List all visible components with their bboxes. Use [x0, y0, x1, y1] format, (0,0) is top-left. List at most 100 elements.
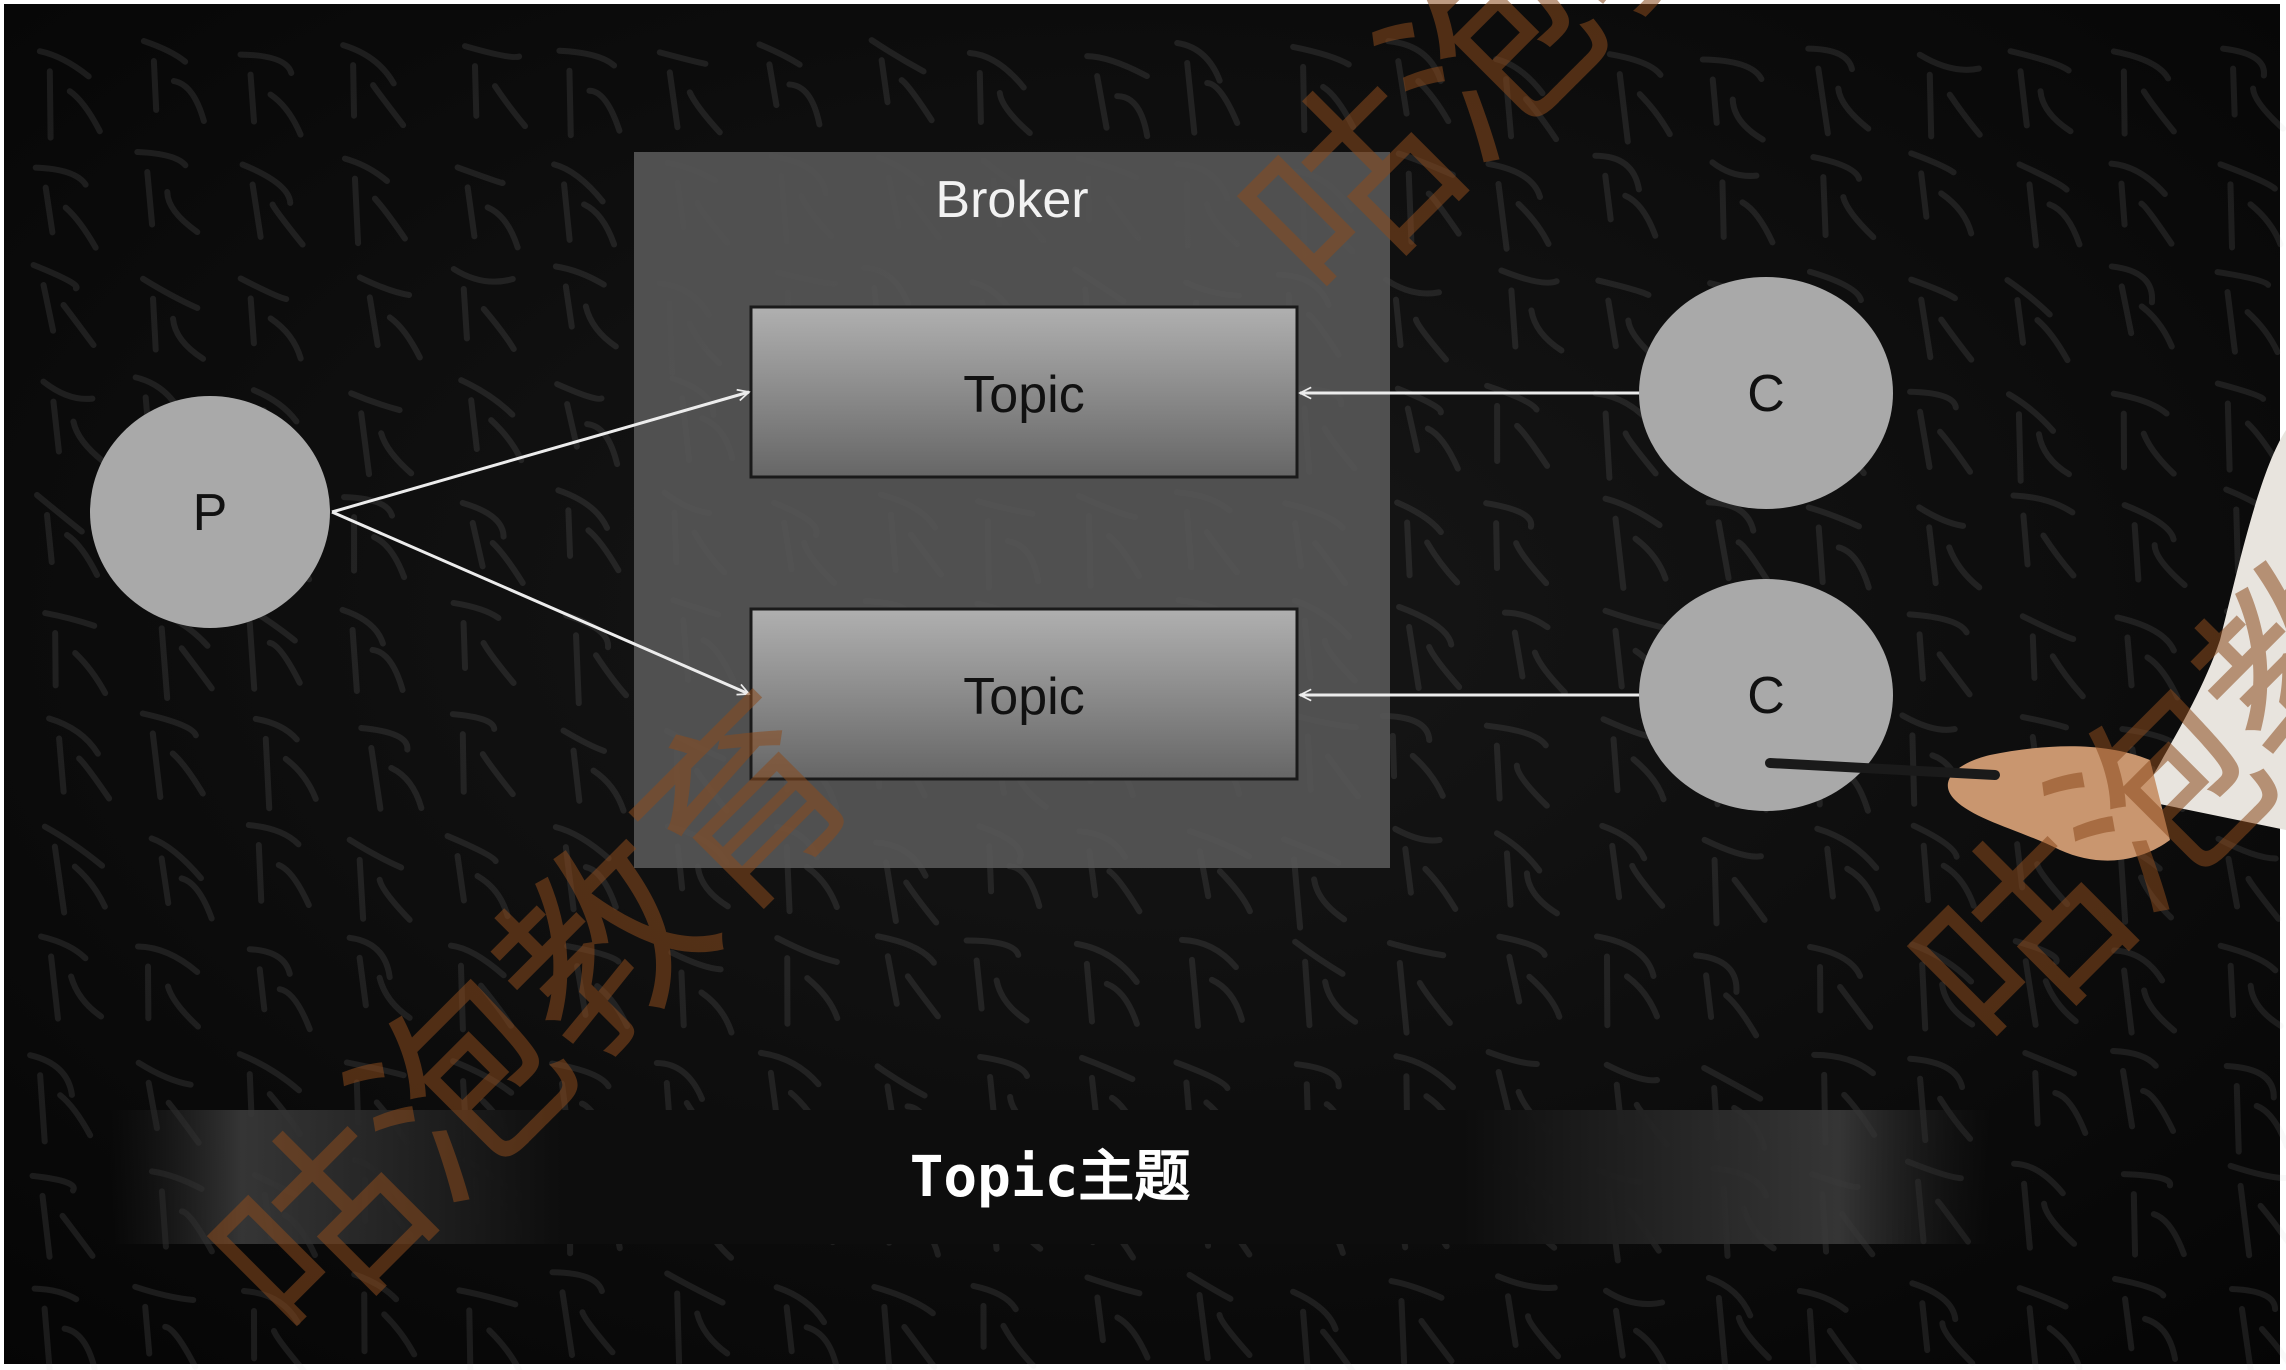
- texture-stroke: [2019, 613, 2086, 700]
- presenter-hand-illustration: [1765, 430, 2286, 861]
- texture-stroke: [2108, 160, 2175, 247]
- texture-stroke: [1174, 39, 1241, 136]
- texture-stroke: [447, 942, 514, 1033]
- texture-stroke: [139, 710, 206, 800]
- texture-stroke: [549, 1269, 616, 1358]
- texture-stroke: [135, 943, 202, 1030]
- texture-stroke: [1483, 722, 1550, 809]
- texture-stroke: [461, 43, 528, 130]
- texture-stroke: [444, 833, 511, 920]
- texture-stroke: [449, 711, 516, 798]
- texture-stroke: [450, 599, 517, 686]
- texture-stroke: [252, 715, 319, 812]
- texture-stroke: [1392, 825, 1459, 912]
- texture-stroke: [552, 263, 619, 350]
- texture-stroke: [656, 49, 723, 136]
- texture-stroke: [1810, 154, 1877, 241]
- texture-stroke: [41, 823, 108, 916]
- texture-stroke: [1485, 160, 1552, 252]
- caption-text: Topic主题: [910, 1145, 1191, 1210]
- texture-stroke: [148, 835, 215, 922]
- texture-stroke: [341, 155, 408, 247]
- texture-stroke: [340, 42, 407, 129]
- texture-stroke: [1705, 1274, 1772, 1370]
- texture-stroke: [46, 715, 113, 802]
- consumer-label: C: [1747, 667, 1785, 725]
- caption-bar: [110, 1110, 1990, 1244]
- texture-stroke: [456, 1287, 523, 1370]
- texture-stroke: [1796, 1287, 1863, 1370]
- texture-stroke: [1501, 609, 1568, 696]
- texture-stroke: [29, 1172, 96, 1260]
- texture-stroke: [459, 499, 526, 586]
- texture-stroke: [1084, 1274, 1151, 1361]
- texture-stroke: [2223, 1062, 2286, 1155]
- texture-stroke: [1906, 611, 1973, 698]
- texture-stroke: [34, 492, 101, 579]
- producer-to-topic-arrow: [331, 510, 749, 694]
- texture-stroke: [1916, 504, 1983, 591]
- texture-stroke: [2004, 277, 2071, 364]
- texture-stroke: [1603, 1287, 1669, 1370]
- hand: [1947, 746, 2170, 861]
- texture-stroke: [970, 1282, 1037, 1369]
- texture-stroke: [773, 1284, 840, 1370]
- texture-stroke: [450, 265, 517, 352]
- texture-stroke: [1908, 276, 1975, 363]
- topic-box: Topic: [749, 305, 1299, 479]
- texture-stroke: [140, 38, 207, 125]
- texture-stroke: [2112, 1275, 2179, 1362]
- producer-to-topic-arrow: [331, 392, 749, 514]
- texture-stroke: [1805, 45, 1872, 137]
- texture-stroke: [1909, 941, 1976, 1032]
- texture-stroke: [564, 943, 631, 1030]
- texture-stroke: [2110, 1047, 2177, 1134]
- texture-stroke: [1396, 603, 1463, 691]
- producer-label: P: [193, 484, 228, 542]
- texture-stroke: [346, 934, 413, 1021]
- texture-stroke: [1395, 150, 1462, 245]
- texture-stroke: [1382, 276, 1449, 363]
- texture-stroke: [30, 262, 97, 349]
- texture-stroke: [2114, 614, 2181, 701]
- texture-stroke: [2214, 269, 2281, 356]
- topic-rect: [749, 607, 1299, 781]
- texture-stroke: [551, 161, 618, 248]
- texture-stroke: [140, 275, 207, 362]
- texture-stroke: [1178, 936, 1245, 1029]
- texture-stroke: [2220, 45, 2286, 132]
- topic-label: Topic: [963, 668, 1084, 726]
- texture-stroke: [132, 1283, 199, 1370]
- texture-stroke: [339, 606, 406, 694]
- texture-stroke: [1073, 940, 1140, 1027]
- texture-stroke: [134, 149, 201, 236]
- texture-stroke: [556, 47, 623, 139]
- topic-box: Topic: [749, 607, 1299, 781]
- texture-stroke: [1290, 43, 1357, 134]
- consumer-circle: [1639, 579, 1893, 811]
- texture-stroke: [2110, 390, 2177, 477]
- texture-stroke: [454, 164, 521, 251]
- texture-stroke: [240, 1287, 307, 1370]
- texture-stroke: [1292, 938, 1359, 1029]
- texture-stroke: [2016, 161, 2083, 249]
- texture-stroke: [1493, 56, 1560, 143]
- texture-stroke: [1592, 152, 1659, 239]
- texture-stroke: [560, 727, 627, 814]
- texture-stroke: [868, 37, 935, 124]
- texture-stroke: [1496, 933, 1563, 1020]
- texture-stroke: [237, 51, 304, 138]
- texture-stroke: [2120, 1171, 2187, 1258]
- texture-stroke: [346, 836, 413, 923]
- texture-stroke: [1602, 495, 1669, 591]
- texture-stroke: [871, 1283, 938, 1370]
- texture-stroke: [1693, 952, 1760, 1039]
- texture-stroke: [27, 1052, 94, 1145]
- texture-stroke: [555, 487, 622, 574]
- texture-stroke: [1910, 822, 1977, 909]
- texture-stroke: [1483, 500, 1550, 587]
- texture-stroke: [237, 275, 304, 362]
- texture-stroke: [1909, 1280, 1976, 1367]
- texture-stroke: [1709, 159, 1776, 246]
